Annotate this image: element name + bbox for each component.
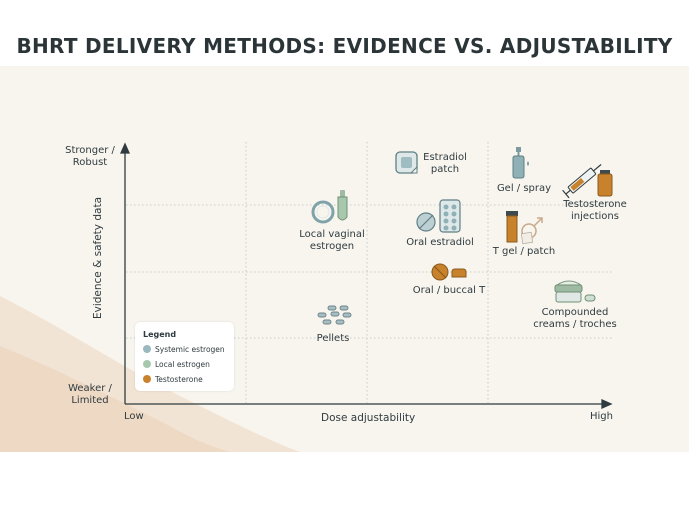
patch-icon bbox=[395, 151, 418, 174]
legend-item-testosterone: Testosterone bbox=[143, 375, 203, 384]
pellets-icon bbox=[317, 305, 352, 325]
cream-jar-icon bbox=[554, 280, 596, 303]
label-testosterone-injections: Testosterone injections bbox=[563, 199, 627, 222]
legend-swatch bbox=[143, 345, 151, 353]
x-axis-title: Dose adjustability bbox=[321, 412, 416, 424]
buccal-tablet-icon bbox=[431, 263, 467, 281]
label-compounded: Compounded creams / troches bbox=[533, 307, 617, 330]
spray-bottle-icon bbox=[512, 147, 529, 179]
label-local-vaginal-estrogen: Local vaginal estrogen bbox=[299, 229, 365, 252]
label-oral-buccal-t: Oral / buccal T bbox=[412, 285, 486, 296]
label-estradiol-patch: Estradiol patch bbox=[423, 152, 467, 175]
label-gel-spray: Gel / spray bbox=[496, 183, 552, 194]
legend-swatch bbox=[143, 360, 151, 368]
label-pellets: Pellets bbox=[316, 333, 350, 344]
legend: Legend Systemic estrogen Local estrogen … bbox=[135, 322, 234, 391]
x-axis-high-label: High bbox=[590, 411, 613, 422]
legend-item-local-estrogen: Local estrogen bbox=[143, 360, 210, 369]
ring-applicator-icon bbox=[311, 190, 348, 224]
x-axis-low-label: Low bbox=[124, 411, 144, 422]
syringe-vial-icon bbox=[562, 164, 613, 199]
pill-blister-icon bbox=[416, 199, 461, 233]
diagram-panel bbox=[0, 66, 689, 452]
legend-title: Legend bbox=[143, 330, 177, 339]
legend-item-systemic-estrogen: Systemic estrogen bbox=[143, 345, 225, 354]
legend-swatch bbox=[143, 375, 151, 383]
y-axis-title: Evidence & safety data bbox=[92, 196, 104, 320]
axes bbox=[119, 142, 613, 410]
y-axis-top-label: Stronger / Robust bbox=[65, 145, 115, 168]
label-t-gel-patch: T gel / patch bbox=[492, 246, 556, 257]
page-title: BHRT DELIVERY METHODS: EVIDENCE VS. ADJU… bbox=[16, 34, 673, 58]
label-oral-estradiol: Oral estradiol bbox=[406, 237, 474, 248]
y-axis-bottom-label: Weaker / Limited bbox=[68, 383, 112, 406]
background-wave bbox=[0, 296, 300, 452]
t-gel-tube-icon bbox=[506, 211, 543, 245]
